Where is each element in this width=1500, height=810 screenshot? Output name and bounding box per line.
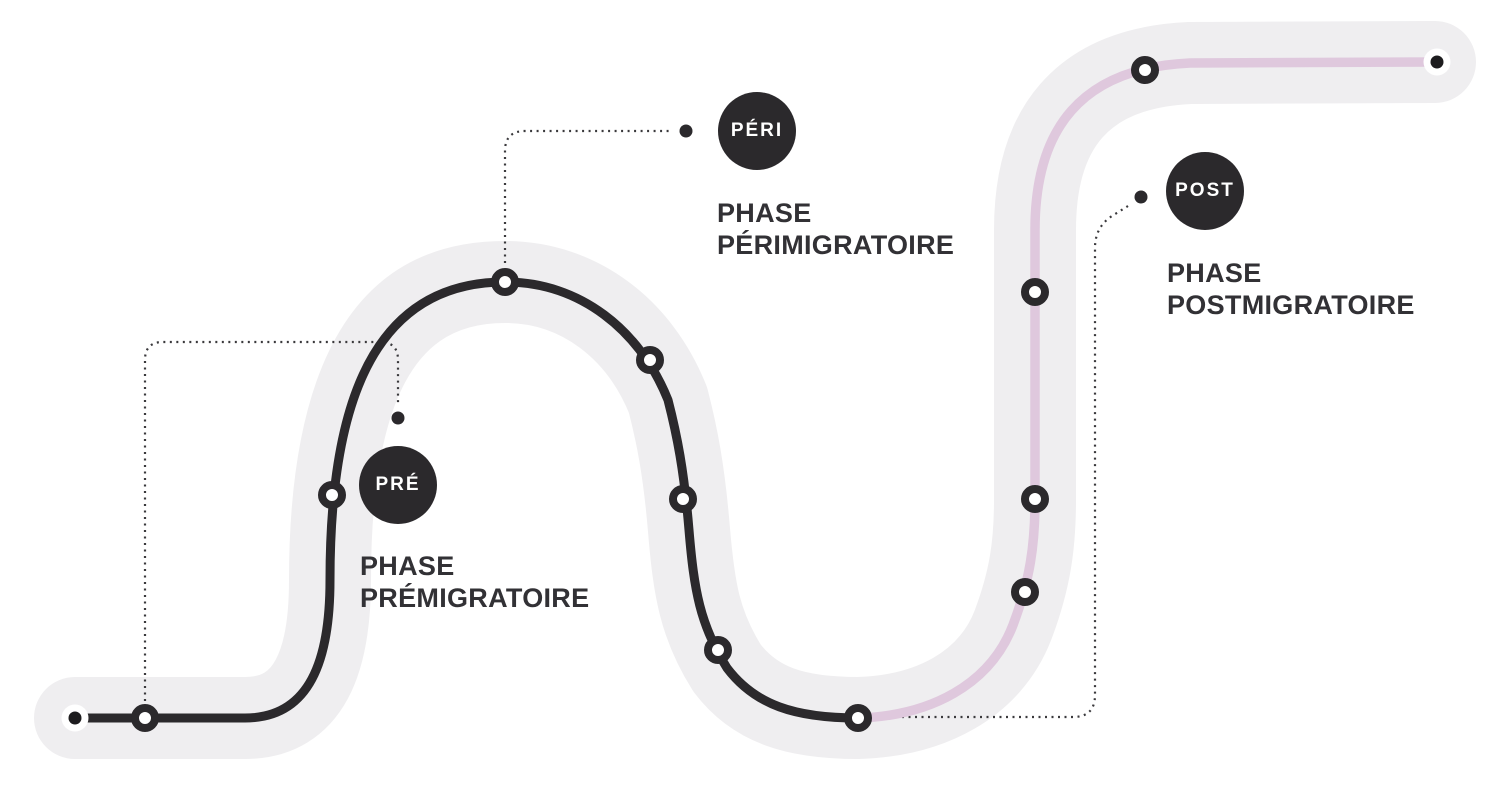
label-peri: PHASE PÉRIMIGRATOIRE — [717, 197, 954, 261]
badge-peri: PÉRI — [718, 92, 796, 170]
label-peri-line1: PHASE — [717, 198, 812, 228]
station-marker — [669, 485, 697, 513]
label-pre: PHASE PRÉMIGRATOIRE — [360, 550, 589, 614]
station-marker — [491, 268, 519, 296]
connector-post-dot — [1134, 190, 1148, 204]
route-line-pink — [853, 57, 1442, 723]
terminal-start-dot — [68, 711, 82, 725]
connector-peri-dotted-line — [503, 129, 672, 263]
station-marker — [704, 636, 732, 664]
badge-post-label: POST — [1175, 180, 1235, 201]
badge-peri-label: PÉRI — [730, 120, 784, 141]
terminal-end-dot — [1430, 55, 1444, 69]
station-marker — [1011, 578, 1039, 606]
station-marker — [131, 704, 159, 732]
label-post-line1: PHASE — [1167, 258, 1262, 288]
label-post-line2: POSTMIGRATOIRE — [1167, 290, 1415, 320]
station-marker — [1021, 278, 1049, 306]
label-pre-line1: PHASE — [360, 551, 455, 581]
label-post: PHASE POSTMIGRATOIRE — [1167, 257, 1415, 321]
connector-pre-dot — [391, 411, 405, 425]
station-marker — [636, 346, 664, 374]
connector-post-dotted-line — [889, 205, 1129, 719]
station-marker — [318, 481, 346, 509]
badge-pre-label: PRÉ — [375, 474, 421, 495]
station-marker — [844, 704, 872, 732]
label-peri-line2: PÉRIMIGRATOIRE — [717, 230, 955, 260]
badge-pre: PRÉ — [359, 446, 437, 524]
badge-post: POST — [1166, 152, 1244, 230]
label-pre-line2: PRÉMIGRATOIRE — [360, 583, 590, 613]
station-marker — [1131, 56, 1159, 84]
station-marker — [1021, 485, 1049, 513]
connector-peri-dot — [679, 124, 693, 138]
